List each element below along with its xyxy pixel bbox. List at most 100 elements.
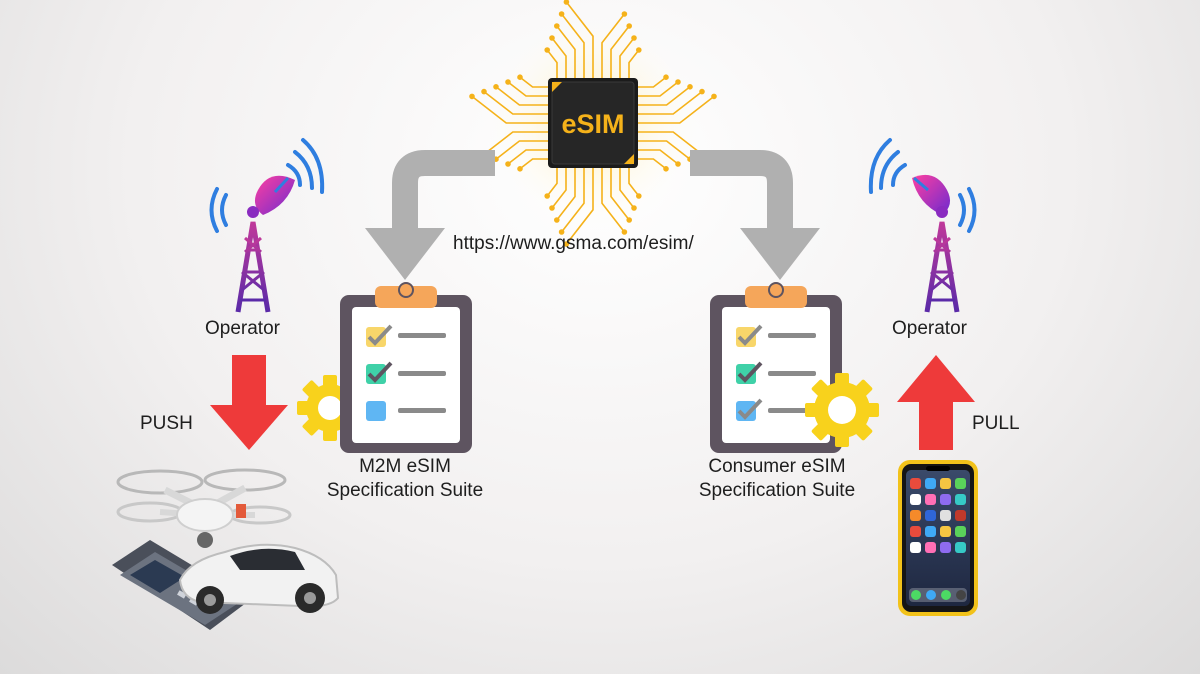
left-gray-arrow — [365, 150, 495, 280]
app-icon — [940, 526, 951, 537]
left-operator-label: Operator — [205, 318, 280, 339]
esim-chip-icon: eSIM — [469, 0, 717, 247]
dock-app-icon — [911, 590, 921, 600]
push-label: PUSH — [140, 413, 193, 434]
circuit-trace — [471, 95, 548, 124]
circuit-node — [553, 23, 560, 29]
circuit-node — [699, 88, 705, 95]
circuit-node — [631, 35, 637, 41]
circuit-trace — [546, 168, 558, 197]
m2m-suite-title: M2M eSIM Specification Suite — [305, 456, 505, 502]
circuit-node — [558, 229, 565, 235]
circuit-trace — [638, 81, 679, 97]
left-tower-icon — [209, 138, 325, 313]
circuit-trace — [610, 168, 630, 221]
circuit-trace — [638, 95, 715, 124]
circuit-trace — [628, 168, 640, 197]
circuit-node — [517, 166, 523, 172]
gear-tooth — [865, 403, 879, 417]
app-icon — [925, 510, 936, 521]
gear-tooth — [297, 401, 311, 415]
app-icon — [910, 494, 921, 505]
circuit-trace — [628, 49, 640, 78]
circuit-node — [631, 205, 637, 211]
app-icon — [955, 510, 966, 521]
circuit-trace — [638, 131, 703, 156]
car-icon — [178, 543, 340, 614]
right-tower-icon — [868, 138, 977, 313]
dock-app-icon — [926, 590, 936, 600]
gear-tooth — [302, 417, 321, 436]
circuit-trace — [560, 168, 585, 233]
circuit-trace — [601, 13, 626, 78]
circuit-trace — [507, 81, 548, 97]
app-icon — [925, 478, 936, 489]
circuit-node — [493, 84, 499, 90]
circuit-trace — [546, 49, 558, 78]
circuit-trace — [601, 168, 626, 233]
gear-tooth — [811, 379, 830, 398]
m2m-suite-line2: Specification Suite — [326, 480, 484, 501]
circuit-node — [635, 47, 642, 53]
circuit-trace — [638, 158, 667, 170]
pull-arrow-icon — [897, 355, 975, 450]
app-icon — [910, 510, 921, 521]
circuit-node — [517, 74, 523, 80]
circuit-node — [563, 241, 570, 247]
app-icon — [925, 526, 936, 537]
circuit-node — [675, 161, 681, 167]
circuit-trace — [638, 140, 691, 160]
circuit-trace — [638, 90, 703, 115]
gear-tooth — [323, 375, 337, 389]
circuit-trace — [619, 37, 635, 78]
right-operator-label: Operator — [892, 318, 967, 339]
m2m-suite-line1: M2M eSIM — [359, 456, 451, 477]
circuit-node — [481, 88, 487, 95]
circuit-trace — [519, 158, 548, 170]
circuit-node — [675, 79, 681, 85]
pull-label: PULL — [972, 413, 1020, 434]
app-icon — [955, 478, 966, 489]
circuit-node — [663, 166, 669, 172]
circuit-trace — [495, 86, 548, 106]
circuit-trace — [556, 25, 576, 78]
circuit-node — [663, 74, 669, 80]
circuit-trace — [638, 149, 679, 165]
circuit-node — [626, 23, 633, 29]
circuit-node — [635, 193, 642, 199]
push-arrow-icon — [210, 355, 288, 450]
circuit-trace — [638, 86, 691, 106]
circuit-trace — [551, 37, 567, 78]
circuit-trace — [565, 168, 594, 245]
circuit-trace — [551, 168, 567, 209]
app-icon — [925, 542, 936, 553]
gear-tooth — [302, 380, 321, 399]
app-icon — [925, 494, 936, 505]
circuit-node — [558, 11, 565, 17]
gear-tooth — [854, 422, 873, 441]
consumer-suite-line2: Specification Suite — [698, 480, 856, 501]
app-icon — [955, 542, 966, 553]
circuit-node — [711, 93, 717, 100]
chip-label: eSIM — [561, 109, 624, 139]
consumer-suite-title: Consumer eSIM Specification Suite — [672, 456, 882, 502]
gear-tooth — [835, 373, 849, 387]
gear-tooth — [835, 433, 849, 447]
circuit-node — [621, 11, 628, 17]
right-clipboard-icon — [710, 282, 879, 453]
dock-app-icon — [941, 590, 951, 600]
circuit-trace — [495, 140, 548, 160]
smartphone-icon — [898, 460, 978, 616]
app-icon — [910, 478, 921, 489]
right-gear-icon — [805, 373, 879, 447]
circuit-trace — [483, 90, 548, 115]
consumer-suite-line1: Consumer eSIM — [708, 456, 846, 477]
circuit-node — [621, 229, 628, 235]
app-icon — [940, 494, 951, 505]
circuit-trace — [556, 168, 576, 221]
circuit-node — [544, 47, 551, 53]
circuit-node — [553, 217, 560, 223]
app-icon — [910, 526, 921, 537]
circuit-trace — [519, 76, 548, 88]
circuit-trace — [560, 13, 585, 78]
